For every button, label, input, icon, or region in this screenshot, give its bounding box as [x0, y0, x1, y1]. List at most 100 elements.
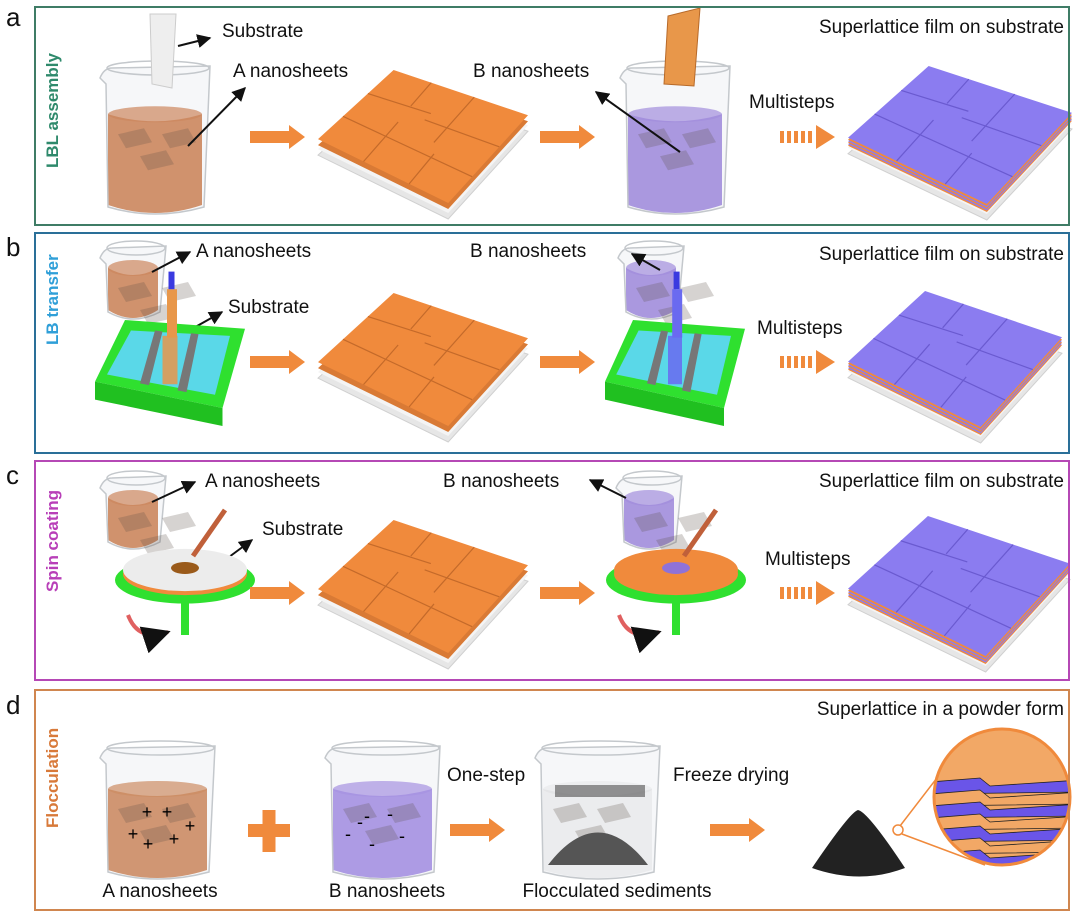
pointer-arrow — [151, 480, 197, 503]
nanosheet — [387, 803, 421, 823]
tile-crack — [893, 343, 931, 385]
arrow-dash — [780, 131, 784, 143]
pointer-arrow — [151, 251, 192, 273]
arrow-head — [816, 350, 835, 374]
trough-front — [605, 381, 724, 426]
panel-b — [34, 232, 1070, 454]
holder — [673, 271, 680, 290]
nanosheet — [343, 803, 377, 823]
result-label: Superlattice in a powder form — [816, 699, 1064, 720]
nanosheet — [638, 128, 672, 149]
substrate-label: Substrate — [228, 297, 310, 318]
flocculated-sediments-label: Flocculated sediments — [522, 881, 712, 902]
tile-crack — [898, 314, 964, 337]
freeze-drying-label: Freeze drying — [673, 765, 790, 786]
nanosheet — [597, 803, 631, 823]
tile-crack — [971, 93, 1016, 142]
droplet — [662, 562, 690, 574]
stack-layer — [934, 801, 1070, 819]
arrow-head — [816, 125, 835, 149]
pointer-arrow — [588, 479, 627, 499]
process-arrow — [540, 581, 595, 605]
panel-c — [34, 460, 1070, 681]
arrow-dash — [801, 356, 805, 368]
glass — [99, 475, 167, 550]
pointer-arrow — [630, 253, 661, 271]
nanosheet — [140, 825, 174, 845]
beaker-a — [99, 240, 196, 324]
nanosheet-film-a — [317, 70, 529, 220]
process-arrow — [540, 350, 595, 374]
nanosheet — [162, 803, 196, 823]
tile-crack — [342, 115, 473, 178]
monolayer — [668, 335, 682, 385]
rotation-arrow — [126, 614, 171, 654]
liquid — [108, 498, 158, 548]
process-arrow — [250, 350, 305, 374]
tile-crack — [901, 89, 969, 112]
tile-crack — [410, 82, 432, 107]
tile-crack — [433, 96, 475, 143]
panel-letter-a: a — [6, 2, 21, 32]
liquid — [108, 114, 202, 213]
arrow-dash — [780, 356, 784, 368]
rim — [331, 740, 440, 756]
beaker-b — [615, 470, 712, 554]
stack-layer — [934, 813, 1070, 831]
b-nanosheets-label: B nanosheets — [328, 881, 446, 902]
b-nanosheets-label: B nanosheets — [473, 61, 590, 82]
liquid-surface — [108, 106, 202, 123]
stack-layer — [934, 789, 1070, 807]
tile-crack — [424, 569, 500, 598]
tile-crack — [363, 571, 399, 612]
pointer-arrow — [177, 34, 212, 48]
panel-letter-d: d — [6, 690, 21, 720]
nanosheet — [365, 825, 399, 845]
rim — [622, 470, 682, 486]
liquid-surface — [108, 781, 207, 797]
nanosheet-film-a — [317, 520, 529, 670]
arrow-dash — [794, 587, 798, 599]
tile-crack — [873, 337, 1006, 401]
liquid-surface — [108, 260, 158, 276]
glass — [619, 65, 731, 215]
superlattice-film-c — [847, 516, 1071, 673]
liquid — [624, 498, 674, 548]
positive-charge: + — [142, 802, 153, 822]
tile-crack — [874, 113, 1013, 178]
barrier — [177, 333, 199, 393]
pipette — [681, 508, 719, 558]
tile-crack — [970, 544, 1014, 593]
spindle — [181, 580, 189, 635]
magnify-line — [901, 833, 986, 866]
tile-crack — [433, 546, 475, 593]
spindle — [672, 580, 680, 635]
substrate-dipping — [167, 289, 177, 338]
negative-charge: - — [364, 806, 370, 826]
arrow-dash — [808, 356, 812, 368]
b-nanosheets-label: B nanosheets — [443, 471, 560, 492]
panel-a — [34, 6, 1070, 226]
substrate-dipping — [672, 289, 683, 338]
nanosheet — [118, 128, 152, 149]
multisteps-label: Multisteps — [765, 549, 851, 570]
glass — [324, 745, 441, 880]
beaker-a — [99, 470, 196, 554]
rim — [106, 740, 215, 756]
barrier — [647, 330, 668, 386]
liquid — [626, 268, 676, 318]
sediment-layer — [555, 785, 645, 797]
tile-crack — [896, 119, 934, 162]
negative-charge: - — [369, 834, 375, 854]
side-title-lbl: LBL assembly — [43, 53, 62, 168]
superlattice-film-b — [847, 291, 1063, 444]
positive-charge: + — [185, 816, 196, 836]
tile-crack — [424, 342, 500, 371]
nanosheet — [118, 512, 152, 532]
droplet — [171, 562, 199, 574]
nanosheet — [162, 128, 196, 149]
liquid-surface — [624, 490, 674, 506]
arrow-dash — [787, 131, 791, 143]
powder-pile — [812, 810, 905, 877]
